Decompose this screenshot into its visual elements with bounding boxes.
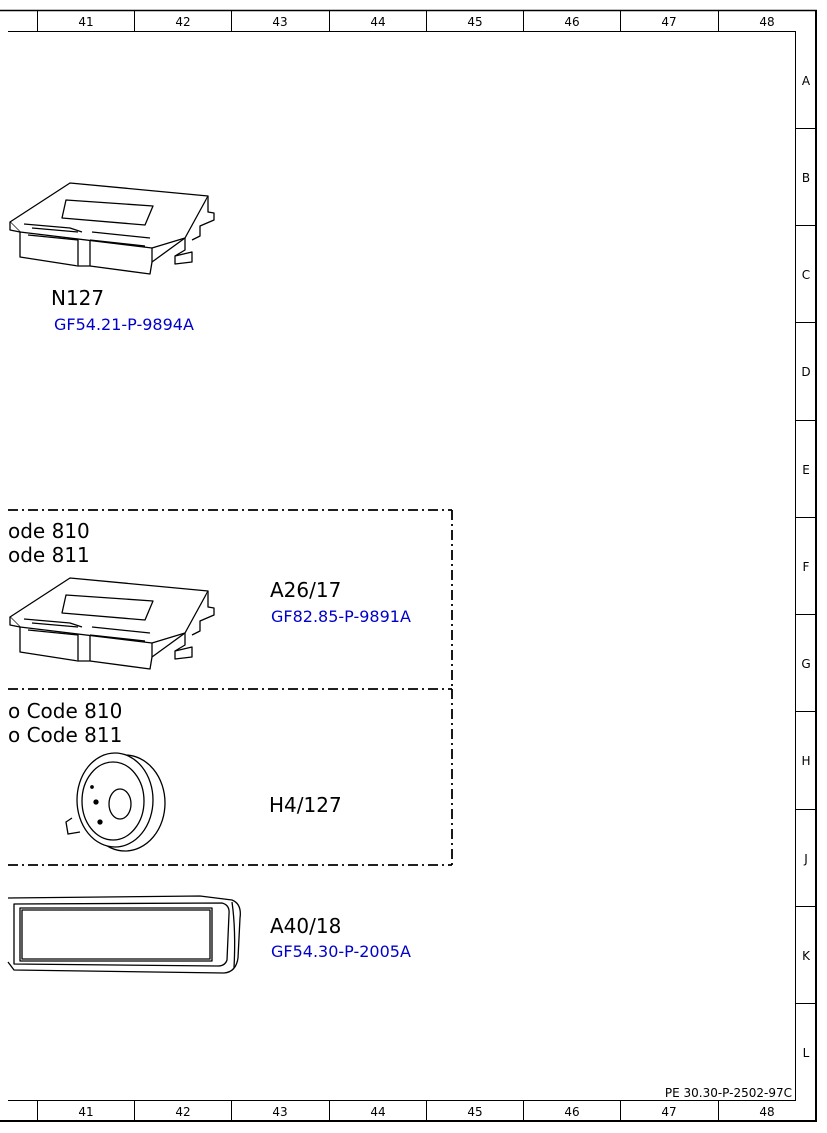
column-label: 48 <box>759 1105 774 1119</box>
column-label: 45 <box>467 15 482 29</box>
column-label: 48 <box>759 15 774 29</box>
column-label: 47 <box>661 15 676 29</box>
row-label: G <box>801 657 810 671</box>
component-label-a26-17: A26/17 <box>270 578 341 602</box>
column-labels-bottom: 41 42 43 44 45 46 47 48 <box>78 1105 774 1119</box>
row-label: C <box>802 268 810 282</box>
document-reference: PE 30.30-P-2502-97C <box>665 1086 792 1100</box>
row-label: F <box>803 560 810 574</box>
control-unit-a26-17-drawing <box>9 577 215 670</box>
group-code-line-1: ode 810 <box>8 519 90 543</box>
row-label: H <box>801 754 810 768</box>
row-label: E <box>802 463 810 477</box>
component-label-h4-127: H4/127 <box>269 793 342 817</box>
column-label: 42 <box>175 15 190 29</box>
column-labels-top: 41 42 43 44 45 46 47 48 <box>78 15 774 29</box>
control-unit-n127-drawing <box>9 182 215 275</box>
sheet-frame <box>0 9 817 1122</box>
code-group-box-lower <box>8 689 453 866</box>
group-code-line-4: o Code 811 <box>8 723 122 747</box>
column-label: 43 <box>272 15 287 29</box>
speaker-h4-127-drawing <box>65 752 166 852</box>
row-label: D <box>801 365 810 379</box>
column-label: 47 <box>661 1105 676 1119</box>
row-labels: A B C D E F G H J K L <box>801 74 811 1060</box>
display-a40-18-drawing <box>7 895 241 974</box>
column-label: 41 <box>78 1105 93 1119</box>
link-n127[interactable]: GF54.21-P-9894A <box>54 315 194 334</box>
component-label-n127: N127 <box>51 286 104 310</box>
link-a40-18[interactable]: GF54.30-P-2005A <box>271 942 411 961</box>
column-label: 46 <box>564 1105 579 1119</box>
column-label: 42 <box>175 1105 190 1119</box>
row-label: L <box>803 1046 810 1060</box>
column-label: 45 <box>467 1105 482 1119</box>
column-label: 41 <box>78 15 93 29</box>
code-group-box-upper <box>8 509 453 690</box>
row-label: J <box>803 852 808 866</box>
column-label: 44 <box>370 1105 385 1119</box>
link-a26-17[interactable]: GF82.85-P-9891A <box>271 607 411 626</box>
row-label: B <box>802 171 810 185</box>
column-label: 43 <box>272 1105 287 1119</box>
group-code-line-3: o Code 810 <box>8 699 122 723</box>
column-label: 46 <box>564 15 579 29</box>
row-label: A <box>802 74 811 88</box>
group-code-line-2: ode 811 <box>8 543 90 567</box>
row-label: K <box>802 949 811 963</box>
column-label: 44 <box>370 15 385 29</box>
component-label-a40-18: A40/18 <box>270 914 341 938</box>
